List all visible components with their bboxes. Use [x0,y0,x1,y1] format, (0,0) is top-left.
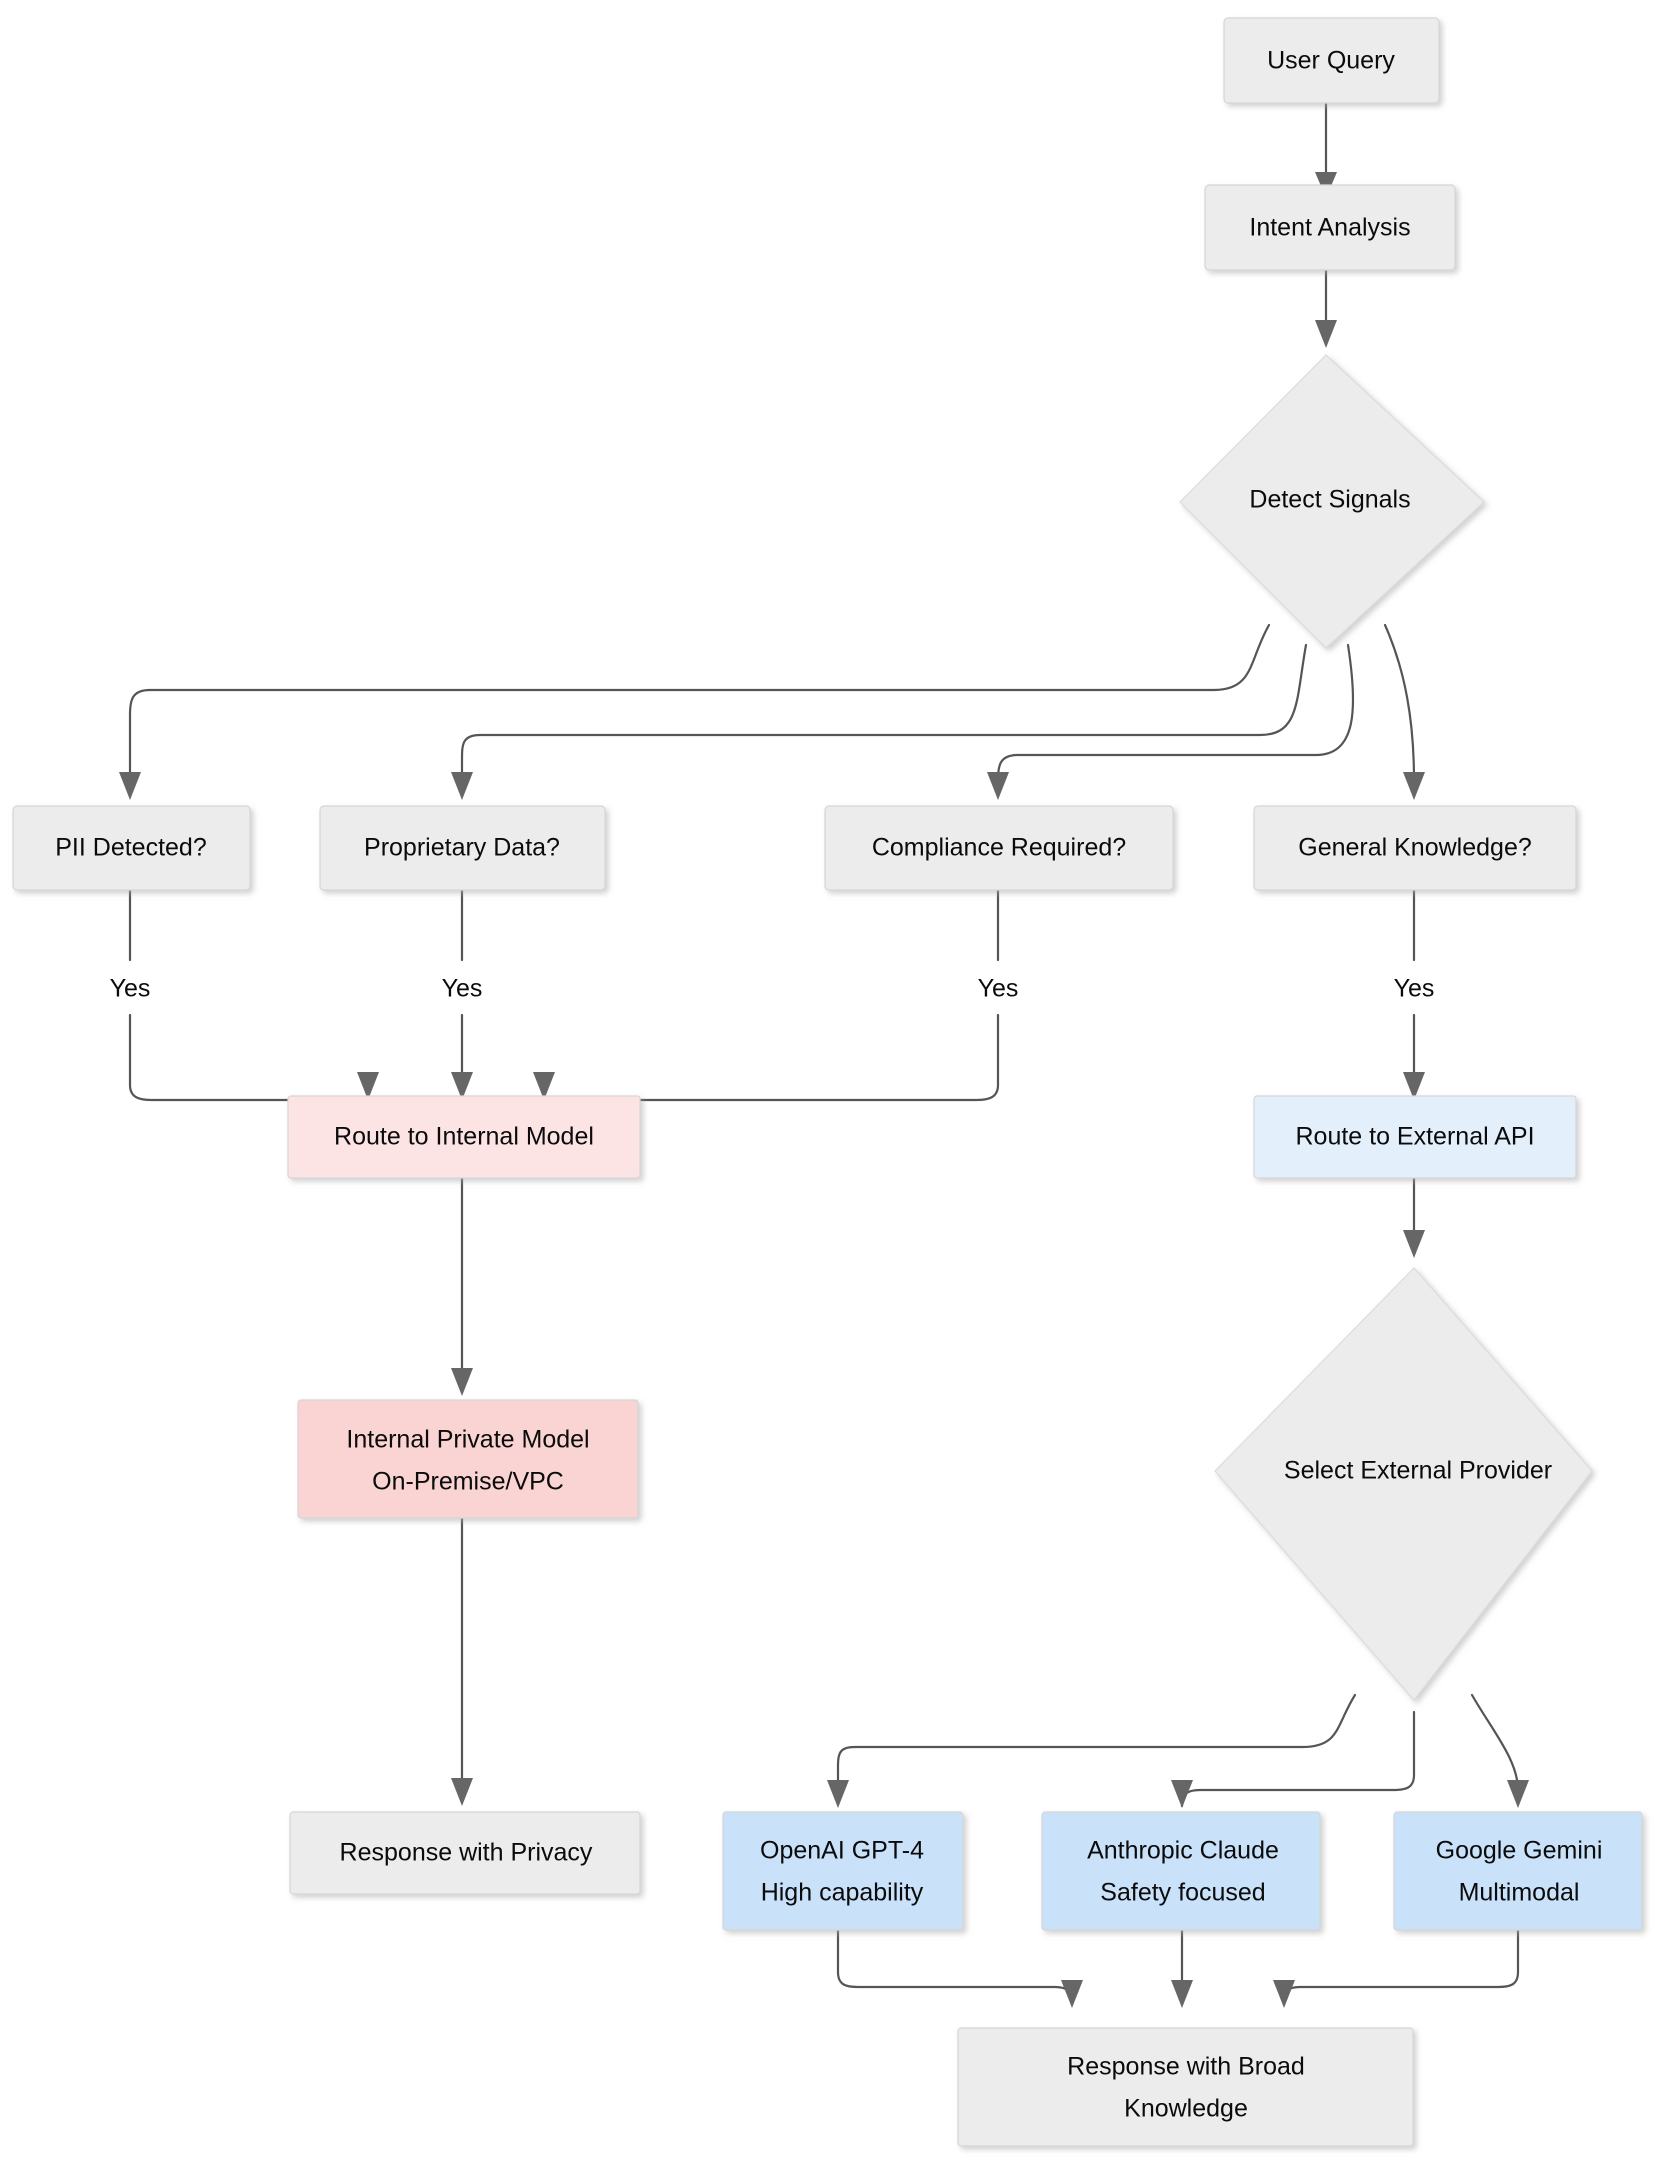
node-user-query[interactable]: User Query [1223,17,1440,104]
node-compliance-required-label: Compliance Required? [872,834,1126,862]
node-openai-gpt4-box[interactable] [722,1811,964,1931]
node-google-gemini-label-2: Multimodal [1459,1879,1580,1907]
edge-detect-signals-to-compliance [987,643,1355,800]
edge-user-query-to-intent-analysis [1315,101,1337,198]
node-general-knowledge[interactable]: General Knowledge? [1253,805,1577,891]
edge-route-external-to-select-provider [1403,1176,1425,1258]
node-layer: User Query Intent Analysis Detect Signal… [12,17,1643,2147]
node-response-with-privacy-box[interactable] [289,1811,641,1895]
node-intent-analysis-box[interactable] [1204,184,1456,271]
node-route-external[interactable]: Route to External API [1253,1095,1577,1179]
edge-label-compliance-yes: Yes [978,975,1019,1003]
edge-general-knowledge-to-route-external: Yes [1394,888,1435,1100]
edge-select-provider-to-google [1470,1693,1529,1808]
node-openai-gpt4-label-2: High capability [761,1879,924,1907]
node-response-broad-knowledge-label-1: Response with Broad [1067,2053,1305,2081]
edge-openai-to-response-broad [836,1928,1083,2008]
node-openai-gpt4[interactable]: OpenAI GPT-4 High capability [722,1811,964,1931]
edge-google-to-response-broad [1273,1928,1520,2008]
node-response-broad-knowledge-box[interactable] [957,2027,1414,2147]
edge-intent-analysis-to-detect-signals [1315,268,1337,348]
node-google-gemini-label-1: Google Gemini [1436,1837,1603,1865]
edge-label-pii-yes: Yes [110,975,151,1003]
edge-select-provider-to-openai [827,1693,1357,1808]
edge-pii-detected-to-route-internal: Yes [110,888,379,1118]
node-internal-private-model-label-2: On-Premise/VPC [372,1468,564,1496]
node-response-with-privacy-label: Response with Privacy [340,1839,593,1867]
node-anthropic-claude-label-2: Safety focused [1100,1879,1265,1907]
node-google-gemini[interactable]: Google Gemini Multimodal [1393,1811,1643,1931]
node-intent-analysis[interactable]: Intent Analysis [1204,184,1456,271]
node-response-broad-knowledge[interactable]: Response with Broad Knowledge [957,2027,1414,2147]
node-google-gemini-box[interactable] [1393,1811,1643,1931]
node-pii-detected[interactable]: PII Detected? [12,805,251,891]
edge-internal-model-to-response-privacy [451,1516,473,1806]
node-user-query-label: User Query [1267,47,1395,75]
node-response-broad-knowledge-label-2: Knowledge [1124,2095,1248,2123]
node-detect-signals[interactable]: Detect Signals [1179,354,1485,649]
node-internal-private-model[interactable]: Internal Private Model On-Premise/VPC [297,1399,639,1519]
edge-route-internal-to-internal-model [451,1176,473,1396]
node-internal-private-model-label-1: Internal Private Model [346,1426,589,1454]
edge-label-general-yes: Yes [1394,975,1435,1003]
edge-compliance-to-route-internal: Yes [533,888,1019,1118]
edge-anthropic-to-response-broad [1171,1928,1193,2008]
edge-proprietary-data-to-route-internal: Yes [442,888,483,1100]
node-route-internal[interactable]: Route to Internal Model [287,1095,641,1179]
node-select-external-provider-diamond[interactable] [1214,1267,1593,1701]
node-compliance-required-box[interactable] [824,805,1174,891]
edge-detect-signals-to-proprietary-data [451,643,1308,800]
node-pii-detected-box[interactable] [12,805,251,891]
node-anthropic-claude[interactable]: Anthropic Claude Safety focused [1041,1811,1321,1931]
node-proprietary-data[interactable]: Proprietary Data? [319,805,606,891]
edge-select-provider-to-anthropic [1171,1710,1416,1808]
edge-label-proprietary-yes: Yes [442,975,483,1003]
node-anthropic-claude-box[interactable] [1041,1811,1321,1931]
node-route-external-label: Route to External API [1295,1123,1534,1151]
node-anthropic-claude-label-1: Anthropic Claude [1087,1837,1279,1865]
node-detect-signals-diamond[interactable] [1179,354,1485,649]
node-openai-gpt4-label-1: OpenAI GPT-4 [760,1837,924,1865]
node-proprietary-data-box[interactable] [319,805,606,891]
edge-detect-signals-to-general-knowledge [1383,623,1425,800]
node-general-knowledge-label: General Knowledge? [1298,834,1532,862]
node-intent-analysis-label: Intent Analysis [1249,214,1410,242]
node-route-internal-label: Route to Internal Model [334,1123,594,1151]
node-pii-detected-label: PII Detected? [55,834,206,862]
node-internal-private-model-box[interactable] [297,1399,639,1519]
node-route-internal-box[interactable] [287,1095,641,1179]
node-user-query-box[interactable] [1223,17,1440,104]
node-general-knowledge-box[interactable] [1253,805,1577,891]
node-select-external-provider-label: Select External Provider [1284,1457,1552,1485]
node-proprietary-data-label: Proprietary Data? [364,834,560,862]
edge-detect-signals-to-pii-detected [119,623,1271,800]
node-compliance-required[interactable]: Compliance Required? [824,805,1174,891]
node-detect-signals-label: Detect Signals [1249,486,1410,514]
node-select-external-provider[interactable]: Select External Provider [1214,1267,1593,1701]
node-response-with-privacy[interactable]: Response with Privacy [289,1811,641,1895]
node-route-external-box[interactable] [1253,1095,1577,1179]
